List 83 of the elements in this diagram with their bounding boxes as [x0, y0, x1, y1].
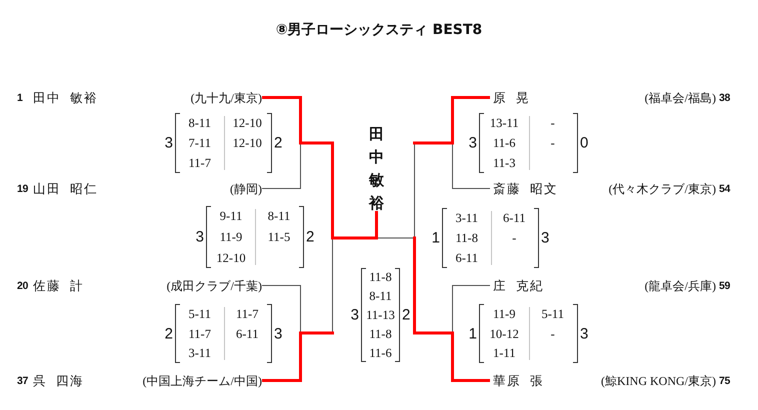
game-score: 11-9 [220, 230, 242, 244]
team-name: (成田クラブ/千葉) [166, 280, 262, 292]
team-name: (九十九/東京) [190, 92, 262, 104]
game-score: 3-11 [188, 346, 211, 360]
set-count: 3 [164, 136, 173, 150]
game-score: 11-13 [366, 308, 395, 322]
game-score: - [550, 116, 555, 130]
game-score: 12-10 [216, 251, 246, 264]
game-score: 7-11 [188, 136, 211, 150]
set-count: 1 [432, 230, 440, 246]
game-score: 8-11 [369, 290, 392, 302]
set-count: 2 [306, 230, 314, 244]
game-score: 6-11 [503, 212, 526, 224]
bracket-line [452, 142, 490, 189]
game-score: 8-11 [188, 116, 211, 130]
player-name: 佐藤 計 [33, 279, 84, 292]
game-score: 10-12 [490, 327, 519, 340]
bracket-line [452, 285, 490, 334]
game-score: 3-11 [456, 212, 478, 224]
game-score: 11-3 [493, 156, 516, 170]
game-score: 8-11 [268, 210, 290, 223]
player-name: 原 晃 [493, 91, 530, 104]
game-score: 11-9 [493, 308, 516, 320]
game-score: 11-8 [456, 232, 478, 244]
team-name: (静岡) [230, 182, 262, 194]
game-score: 11-6 [493, 136, 516, 150]
player-name: 田中 敏裕 [33, 91, 98, 104]
player-name: 山田 昭仁 [33, 182, 98, 195]
game-score: - [512, 232, 516, 244]
seed-number: 19 [17, 183, 28, 194]
set-count: 3 [541, 230, 550, 246]
game-score: 13-11 [490, 116, 519, 130]
player-name: 斎藤 昭文 [493, 182, 558, 195]
set-count: 3 [468, 136, 477, 150]
player-name: 呉 四海 [33, 374, 84, 387]
game-score: 9-11 [220, 210, 242, 223]
set-count: 3 [196, 230, 204, 244]
seed-number: 54 [719, 183, 730, 194]
set-count: 1 [468, 326, 477, 341]
game-score: 11-5 [268, 230, 290, 244]
player-name: 華原 張 [493, 374, 544, 387]
game-score: - [550, 327, 555, 340]
seed-number: 38 [719, 92, 730, 103]
set-count: 3 [580, 326, 588, 341]
team-name: (龍卓会/兵庫) [644, 280, 716, 292]
team-name: (中国上海チーム/中国) [142, 374, 262, 386]
game-score: 12-10 [232, 136, 262, 150]
set-count: 3 [350, 308, 359, 322]
game-score: 11-8 [369, 328, 392, 340]
bracket-line [413, 96, 490, 144]
bracket-line [262, 285, 301, 334]
seed-number: 37 [17, 375, 28, 386]
bracket-line [262, 96, 378, 240]
game-score: 5-11 [188, 308, 211, 320]
team-name: (鯨KING KONG/東京) [601, 374, 716, 386]
game-score: 12-10 [232, 116, 262, 130]
set-count: 2 [402, 308, 410, 322]
seed-number: 20 [17, 280, 28, 291]
set-count: 0 [580, 136, 588, 150]
bracket-line [413, 236, 490, 382]
set-count: 2 [164, 326, 173, 341]
game-score: 11-7 [188, 156, 211, 170]
title: ⑧男子ローシックスティ BEST8 [276, 23, 482, 37]
game-score: 6-11 [456, 252, 478, 264]
bracket-line [262, 332, 334, 382]
seed-number: 1 [17, 92, 22, 103]
game-score: 6-11 [236, 327, 258, 340]
bracket-line [262, 142, 301, 189]
game-score: 5-11 [542, 308, 564, 320]
team-name: (福卓会/福島) [644, 92, 716, 104]
seed-number: 75 [719, 375, 730, 386]
game-score: 1-11 [493, 346, 516, 360]
seed-number: 59 [719, 280, 730, 291]
set-count: 3 [274, 326, 282, 341]
team-name: (代々木クラブ/東京) [608, 182, 716, 194]
game-score: 11-7 [188, 327, 211, 340]
game-score: 11-8 [369, 271, 392, 284]
player-name: 庄 克紀 [493, 279, 544, 292]
game-score: 11-7 [236, 308, 258, 320]
game-score: 11-6 [369, 346, 392, 359]
winner-name: 田中敏裕 [366, 127, 386, 211]
set-count: 2 [274, 136, 282, 150]
game-score: - [550, 136, 555, 150]
